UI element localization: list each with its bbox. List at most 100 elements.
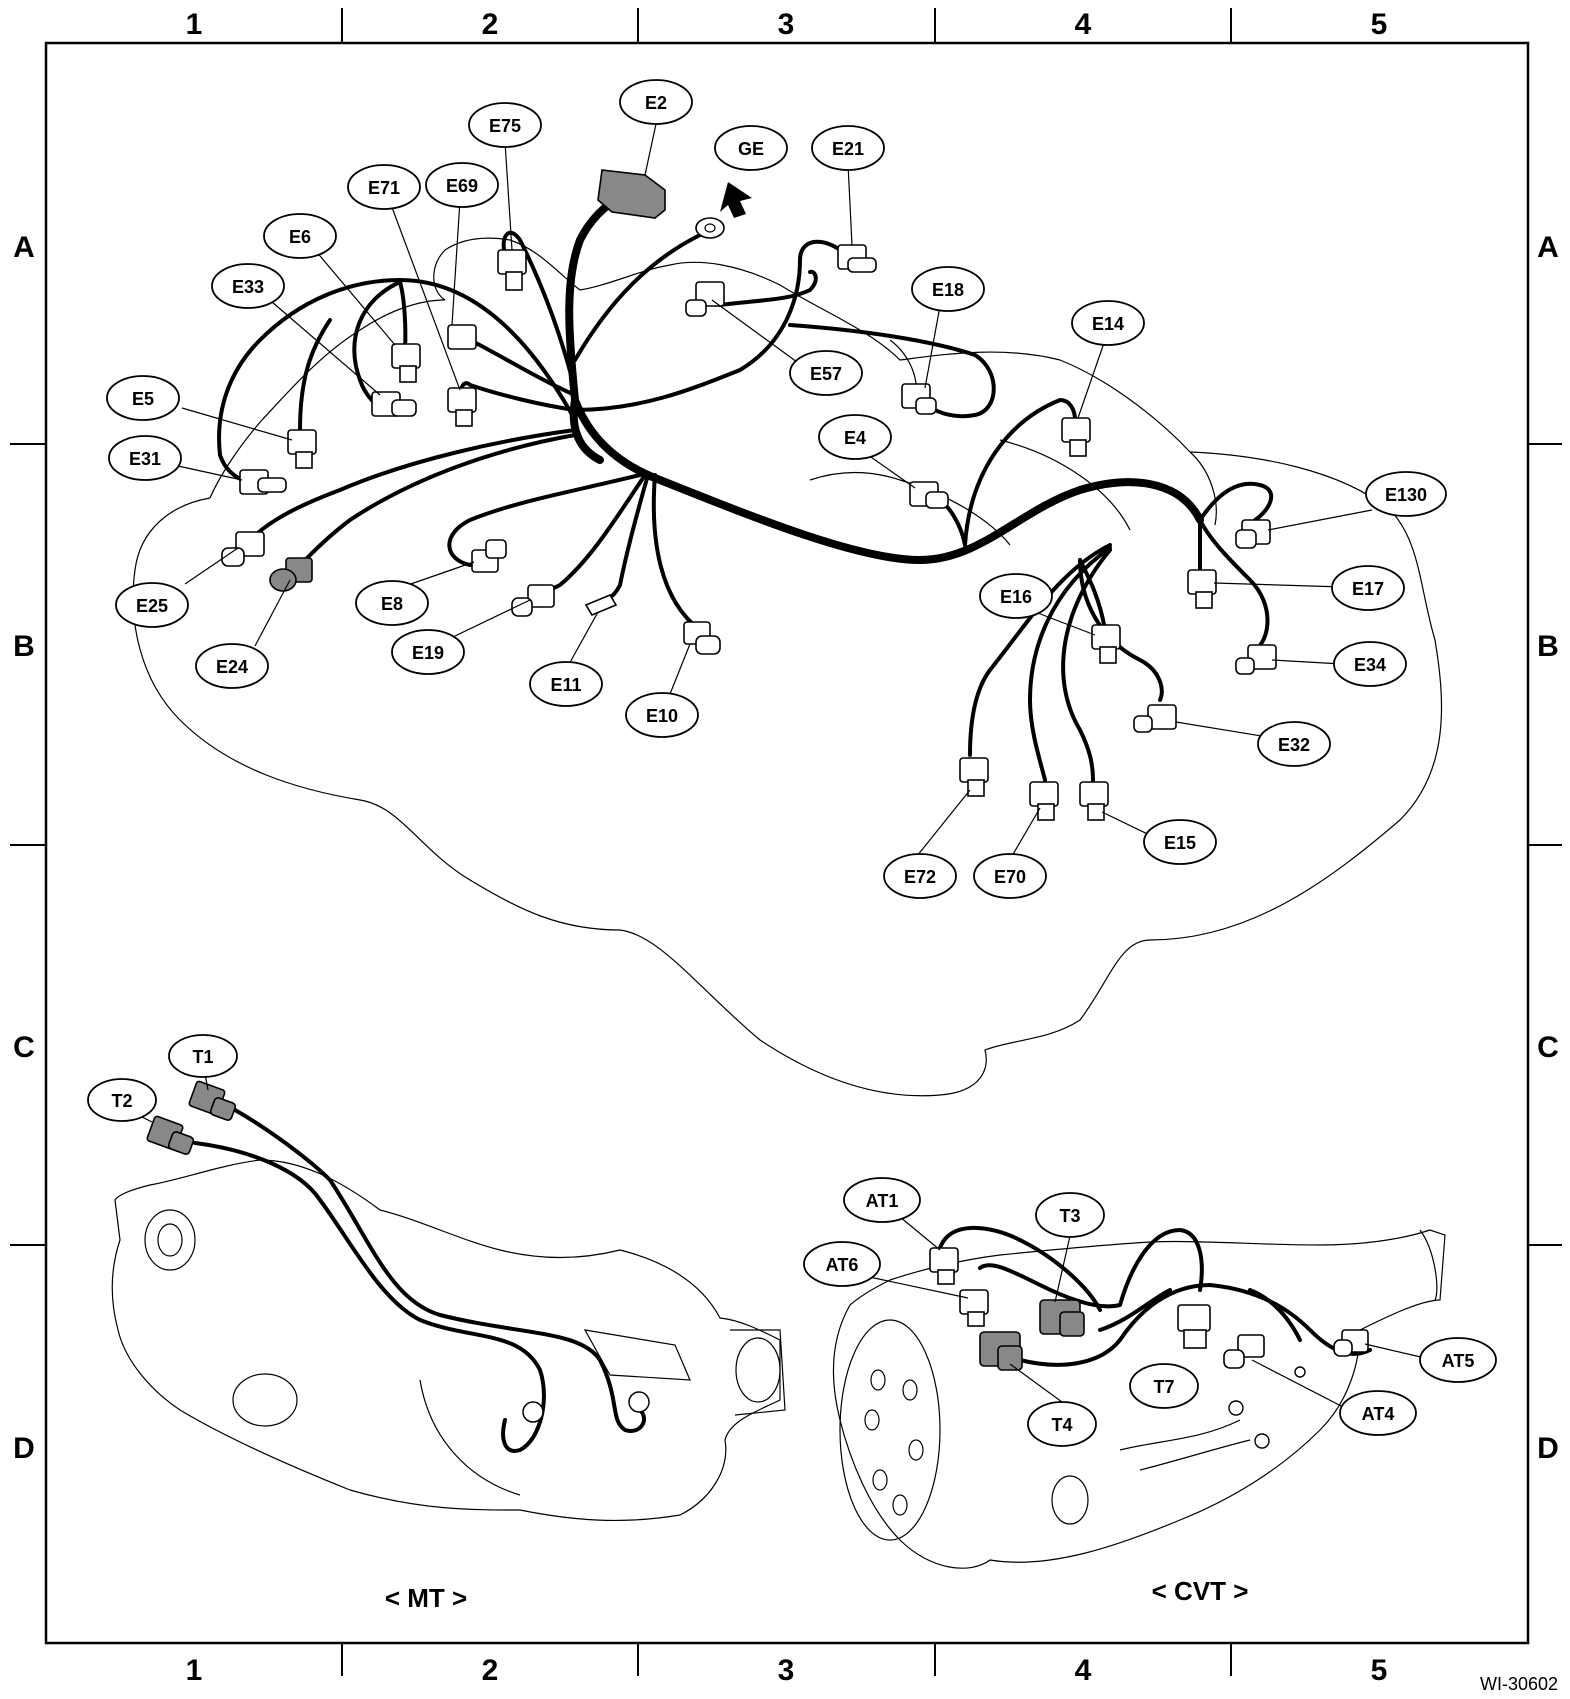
label-oval: [108, 435, 182, 481]
label-oval: [468, 102, 542, 148]
connector-label-e6: E6: [263, 213, 337, 259]
label-text: AT4: [1362, 1404, 1395, 1424]
mt-harness: [193, 1108, 646, 1453]
col-label-1-top: 1: [186, 8, 203, 41]
label-text: T2: [111, 1091, 132, 1111]
connector-label-ge: GE: [714, 125, 788, 171]
col-label-2-bottom: 2: [482, 1654, 499, 1687]
label-oval: [529, 661, 603, 707]
label-oval: [347, 164, 421, 210]
connector-label-t3: T3: [1035, 1192, 1105, 1238]
label-oval: [425, 162, 499, 208]
connector-label-t1: T1: [168, 1034, 238, 1078]
label-text: E34: [1354, 655, 1386, 675]
label-text: E14: [1092, 314, 1124, 334]
row-label-d-left: D: [13, 1432, 35, 1465]
connector-label-e57: E57: [789, 350, 863, 396]
label-oval: [1365, 471, 1447, 517]
label-oval: [211, 263, 285, 309]
label-oval: [714, 125, 788, 171]
label-oval: [1331, 565, 1405, 611]
label-text: E21: [832, 139, 864, 159]
connector-label-e31: E31: [108, 435, 182, 481]
row-label-c-right: C: [1537, 1031, 1559, 1064]
label-oval: [803, 1241, 881, 1287]
connector-label-e5: E5: [106, 375, 180, 421]
col-label-4-bottom: 4: [1075, 1654, 1092, 1687]
label-oval: [106, 375, 180, 421]
col-label-4-top: 4: [1075, 8, 1092, 41]
label-oval: [168, 1034, 238, 1078]
label-oval: [883, 853, 957, 899]
label-oval: [979, 573, 1053, 619]
connector-label-e72: E72: [883, 853, 957, 899]
label-text: E6: [289, 227, 311, 247]
caption-cvt: < CVT >: [1152, 1576, 1249, 1606]
label-text: E4: [844, 428, 866, 448]
connector-label-e24: E24: [195, 643, 269, 689]
row-label-d-right: D: [1537, 1432, 1559, 1465]
label-text: E25: [136, 596, 168, 616]
label-oval: [973, 853, 1047, 899]
engine-connector-shapes: [221, 169, 1277, 821]
row-label-b-right: B: [1537, 630, 1559, 663]
mt-transmission: [111, 1159, 786, 1522]
connector-label-e4: E4: [818, 414, 892, 460]
label-text: E57: [810, 364, 842, 384]
label-oval: [619, 79, 693, 125]
label-text: E18: [932, 280, 964, 300]
engine-outline: [132, 237, 1443, 1097]
label-text: AT5: [1442, 1351, 1475, 1371]
label-text: E10: [646, 706, 678, 726]
connector-label-e71: E71: [347, 164, 421, 210]
label-oval: [1027, 1401, 1097, 1447]
connector-label-t4: T4: [1027, 1401, 1097, 1447]
connector-label-e25: E25: [115, 582, 189, 628]
connector-label-at1: AT1: [843, 1177, 921, 1223]
col-label-5-top: 5: [1371, 8, 1388, 41]
connector-label-e32: E32: [1257, 721, 1331, 767]
connector-label-at4: AT4: [1339, 1390, 1417, 1436]
connector-label-e8: E8: [355, 580, 429, 626]
label-text: T4: [1051, 1415, 1072, 1435]
label-oval: [1143, 819, 1217, 865]
cvt-connector-shapes: [929, 1247, 1369, 1449]
connector-label-e69: E69: [425, 162, 499, 208]
label-oval: [811, 125, 885, 171]
label-oval: [355, 580, 429, 626]
caption-mt: < MT >: [385, 1583, 467, 1613]
label-text: AT1: [866, 1191, 899, 1211]
label-text: T3: [1059, 1206, 1080, 1226]
connector-label-e34: E34: [1333, 641, 1407, 687]
connector-label-e130: E130: [1365, 471, 1447, 517]
label-oval: [1035, 1192, 1105, 1238]
label-text: E17: [1352, 579, 1384, 599]
label-text: T1: [192, 1047, 213, 1067]
label-oval: [789, 350, 863, 396]
connector-label-at6: AT6: [803, 1241, 881, 1287]
label-text: E72: [904, 867, 936, 887]
diagram-frame: [44, 41, 1530, 1645]
connector-label-e10: E10: [625, 692, 699, 738]
label-oval: [195, 643, 269, 689]
label-text: E8: [381, 594, 403, 614]
connector-label-t2: T2: [87, 1078, 157, 1122]
label-text: E75: [489, 116, 521, 136]
label-oval: [263, 213, 337, 259]
label-text: E32: [1278, 735, 1310, 755]
label-oval: [1419, 1337, 1497, 1383]
row-label-a-left: A: [13, 231, 35, 264]
leader-lines: [135, 123, 1426, 1409]
label-oval: [1333, 641, 1407, 687]
col-label-2-top: 2: [482, 8, 499, 41]
label-oval: [911, 266, 985, 312]
engine-harness: [217, 194, 1274, 782]
label-text: E2: [645, 93, 667, 113]
connector-label-e18: E18: [911, 266, 985, 312]
label-text: T7: [1153, 1377, 1174, 1397]
col-label-5-bottom: 5: [1371, 1654, 1388, 1687]
label-oval: [87, 1078, 157, 1122]
connector-label-e70: E70: [973, 853, 1047, 899]
connector-label-at5: AT5: [1419, 1337, 1497, 1383]
connector-label-e75: E75: [468, 102, 542, 148]
